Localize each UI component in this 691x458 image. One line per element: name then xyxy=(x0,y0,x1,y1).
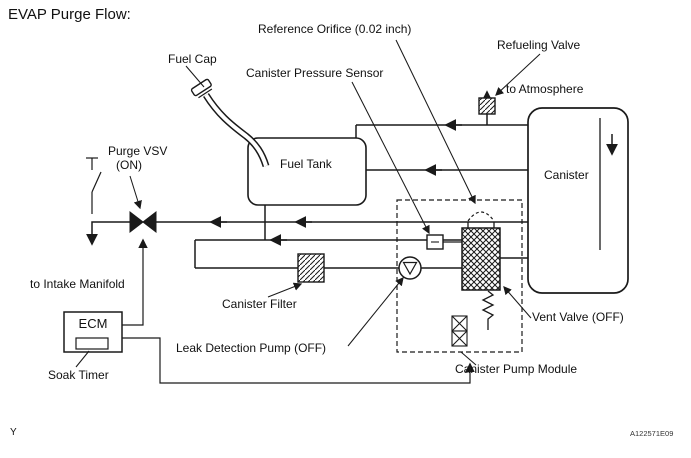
label-to-atmosphere: to Atmosphere xyxy=(506,82,584,96)
reference-orifice-icon xyxy=(467,211,495,228)
fuel-tank-shape xyxy=(247,137,367,206)
label-leak-detection-pump: Leak Detection Pump (OFF) xyxy=(176,341,327,355)
document-code: A122571E09 xyxy=(630,429,674,438)
page-title: EVAP Purge Flow: xyxy=(8,6,131,23)
canister-filter-icon xyxy=(297,253,325,283)
label-canister: Canister xyxy=(544,168,589,182)
switch-icon xyxy=(86,157,102,214)
label-canister-pump-module: Canister Pump Module xyxy=(455,362,578,376)
solenoid-icon xyxy=(451,315,468,347)
pipe-network xyxy=(86,90,528,269)
ecm-box xyxy=(63,311,123,353)
spring-icon xyxy=(481,290,495,330)
leader-lines xyxy=(75,39,541,368)
refueling-valve-icon xyxy=(478,97,496,115)
label-reference-orifice: Reference Orifice (0.02 inch) xyxy=(258,22,412,36)
label-canister-pressure-sensor: Canister Pressure Sensor xyxy=(246,66,384,80)
label-fuel-cap: Fuel Cap xyxy=(168,52,217,66)
canister-pump-module-outline xyxy=(396,199,523,353)
pressure-sensor-icon xyxy=(426,234,462,250)
label-fuel-tank: Fuel Tank xyxy=(280,157,332,171)
label-soak-timer: Soak Timer xyxy=(48,368,109,382)
ecm-wiring xyxy=(122,238,475,384)
leak-detection-pump-icon xyxy=(398,256,422,280)
canister-shape xyxy=(527,107,629,294)
label-vent-valve: Vent Valve (OFF) xyxy=(532,310,624,324)
vent-valve-icon xyxy=(461,227,501,291)
label-to-intake-manifold: to Intake Manifold xyxy=(30,277,125,291)
fuel-cap-icon xyxy=(190,78,213,99)
footer-mark: Y xyxy=(10,427,17,438)
label-ecm: ECM xyxy=(78,316,108,331)
soak-timer-box xyxy=(75,337,109,350)
purge-vsv-valve-icon xyxy=(129,210,157,234)
filler-neck-shape xyxy=(203,93,270,168)
label-purge-vsv-state: (ON) xyxy=(116,158,142,172)
label-canister-filter: Canister Filter xyxy=(222,297,297,311)
label-purge-vsv: Purge VSV xyxy=(108,144,168,158)
label-refueling-valve: Refueling Valve xyxy=(497,38,581,52)
